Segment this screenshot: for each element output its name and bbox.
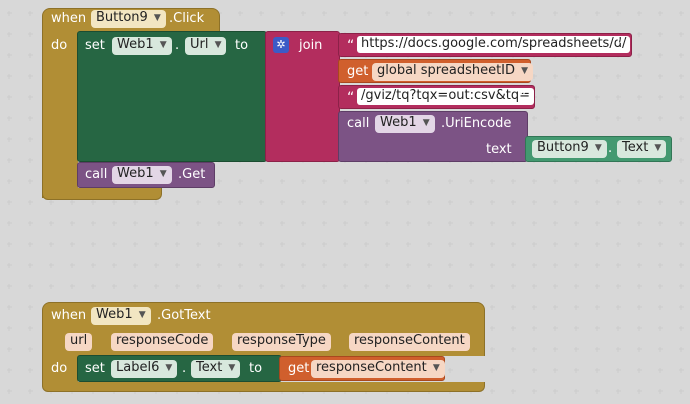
chevron-down-icon: ▼	[228, 363, 236, 373]
chevron-down-icon: ▼	[138, 310, 146, 320]
call-component-dropdown[interactable]: Web1 ▼	[375, 115, 435, 133]
event-block-bottom	[42, 188, 162, 200]
dot-label: .	[175, 38, 180, 53]
quote-open-1: “	[347, 38, 355, 54]
set-label: set	[85, 361, 105, 376]
chevron-down-icon: ▼	[594, 143, 602, 153]
set-component-dropdown[interactable]: Label6 ▼	[111, 360, 178, 378]
get-label: get	[347, 64, 369, 79]
event-block-left-bar	[42, 354, 78, 384]
do-label: do	[51, 361, 68, 376]
chevron-down-icon: ▼	[432, 363, 440, 373]
event-name: .GotText	[157, 308, 211, 323]
get-variable-name: responseContent	[316, 360, 427, 375]
quote-open-2: “	[347, 90, 355, 106]
arg-dot-label: .	[608, 141, 613, 156]
call-get-component-dropdown[interactable]: Web1 ▼	[112, 166, 172, 184]
to-label: to	[235, 38, 249, 53]
event-block-left-bar	[42, 30, 78, 198]
to-label: to	[249, 361, 263, 376]
dot-label: .	[182, 361, 187, 376]
param-responsetype[interactable]: responseType	[232, 333, 331, 351]
set-block-web1-url[interactable]	[77, 31, 267, 162]
get-variable-name: global spreadsheetID	[377, 63, 516, 78]
quote-close-1: ”	[616, 38, 624, 54]
arg-property-dropdown[interactable]: Text ▼	[617, 140, 667, 158]
chevron-down-icon: ▼	[521, 66, 529, 76]
event-component-dropdown[interactable]: Web1 ▼	[91, 307, 151, 325]
event-component-name: Web1	[96, 307, 133, 322]
call-method-name: .UriEncode	[441, 116, 512, 131]
event-name: .Click	[169, 11, 205, 26]
set-block-label6-text[interactable]	[77, 355, 282, 382]
set-property-dropdown[interactable]: Text ▼	[191, 360, 241, 378]
quote-close-2: ”	[519, 90, 527, 106]
call-get-component-name: Web1	[117, 166, 154, 181]
get-variable-dropdown[interactable]: responseContent ▼	[311, 360, 445, 378]
when-label: when	[51, 11, 87, 26]
chevron-down-icon: ▼	[165, 363, 173, 373]
event-component-name: Button9	[96, 10, 148, 25]
event-block-bottom	[42, 382, 485, 392]
call-component-name: Web1	[380, 115, 417, 130]
set-property-name: Text	[196, 360, 223, 375]
join-label: join	[299, 38, 323, 53]
arg-component-dropdown[interactable]: Button9 ▼	[532, 140, 607, 158]
chevron-down-icon: ▼	[214, 40, 222, 50]
set-component-name: Label6	[116, 360, 160, 375]
get-label: get	[288, 361, 310, 376]
chevron-down-icon: ▼	[159, 40, 167, 50]
param-responsecontent[interactable]: responseContent	[349, 333, 470, 351]
chevron-down-icon: ▼	[153, 13, 161, 23]
do-label: do	[51, 38, 68, 53]
call-get-method-name: .Get	[178, 167, 206, 182]
gear-icon[interactable]: ✲	[273, 37, 289, 53]
chevron-down-icon: ▼	[159, 169, 167, 179]
chevron-down-icon: ▼	[654, 143, 662, 153]
call-label: call	[347, 116, 370, 131]
get-variable-dropdown[interactable]: global spreadsheetID ▼	[372, 63, 534, 81]
text-string-value-2[interactable]: /gviz/tq?tqx=out:csv&tq=	[357, 88, 534, 105]
text-string-value-1[interactable]: https://docs.google.com/spreadsheets/d/	[357, 36, 631, 53]
set-property-name: Url	[190, 37, 209, 52]
set-component-name: Web1	[117, 37, 154, 52]
arg-component-name: Button9	[537, 140, 589, 155]
text-arg-label: text	[486, 142, 512, 157]
arg-property-name: Text	[622, 140, 649, 155]
event-component-dropdown[interactable]: Button9 ▼	[91, 10, 166, 28]
param-url[interactable]: url	[65, 333, 93, 351]
call-get-label: call	[85, 167, 108, 182]
param-responsecode[interactable]: responseCode	[111, 333, 214, 351]
when-label: when	[51, 308, 87, 323]
set-label: set	[85, 38, 105, 53]
chevron-down-icon: ▼	[422, 118, 430, 128]
set-component-dropdown[interactable]: Web1 ▼	[112, 37, 172, 55]
set-property-dropdown[interactable]: Url ▼	[185, 37, 227, 55]
